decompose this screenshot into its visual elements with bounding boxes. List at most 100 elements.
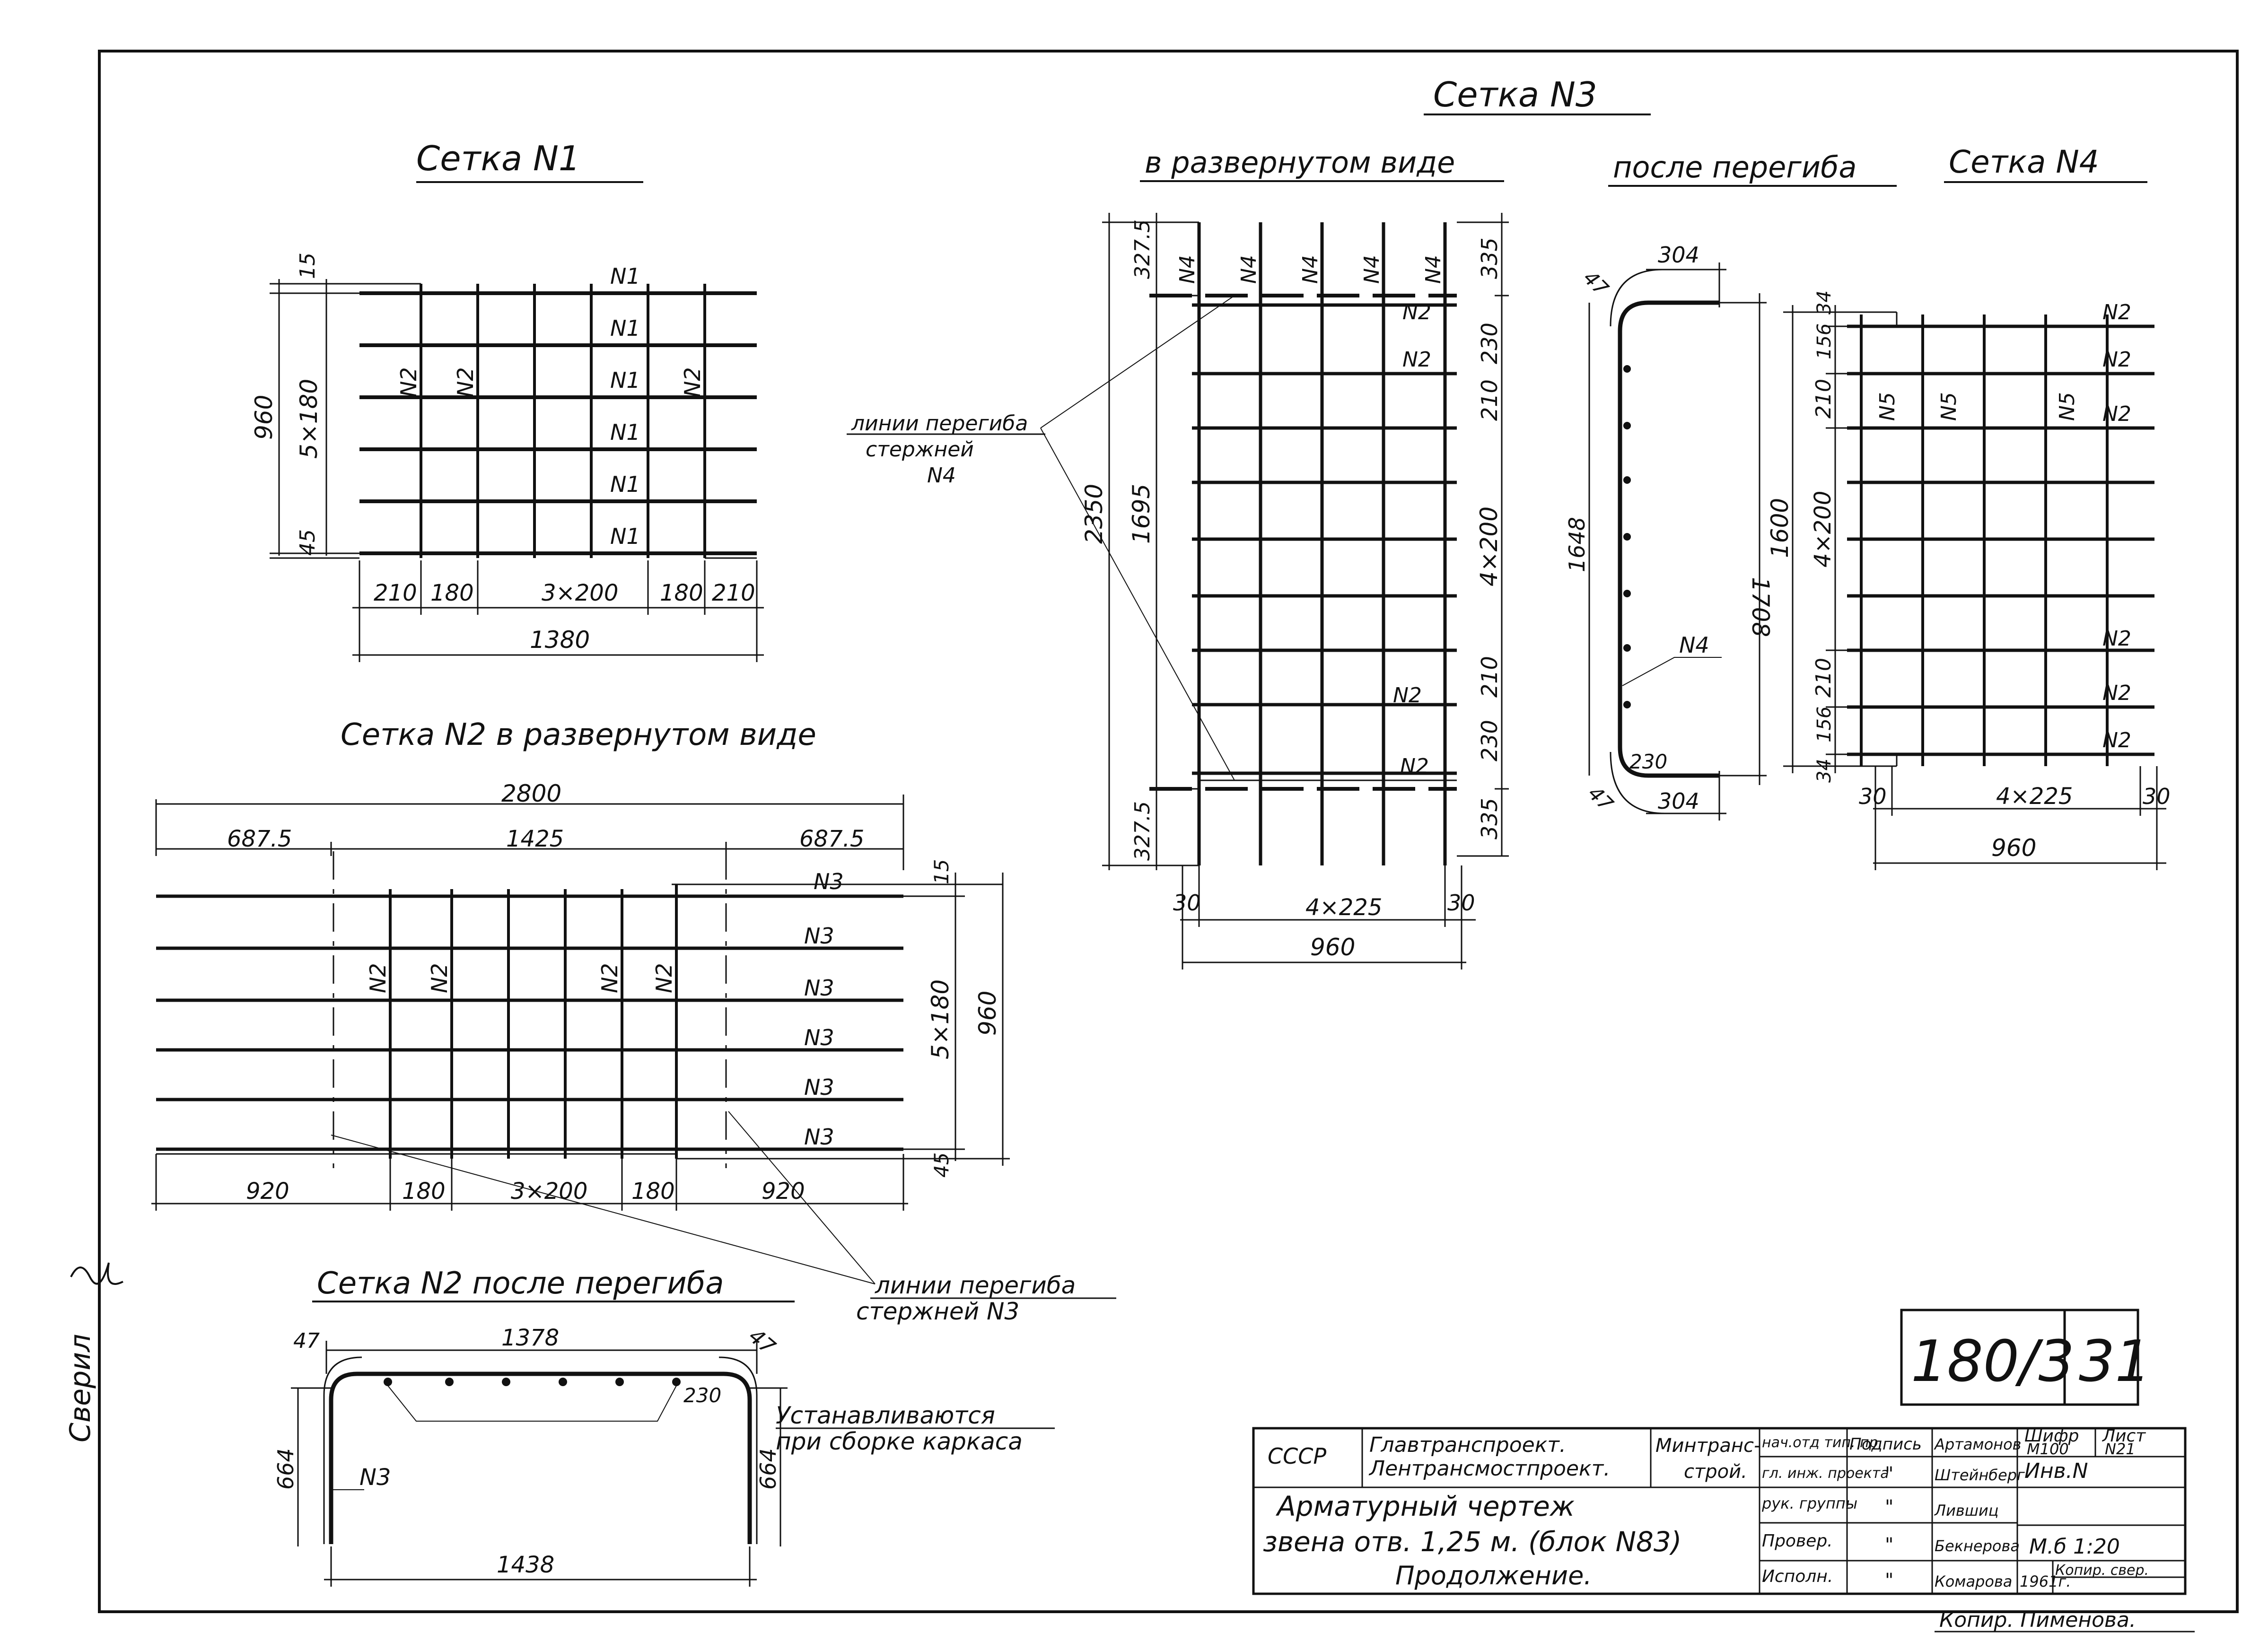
mesh-n3-dim-bottom: 30	[1447, 890, 1475, 916]
bend-note-n3-line: стержней N3	[856, 1298, 1019, 1325]
mesh-n2-flat-dim-top: 687.5	[227, 826, 292, 852]
margin-signature: Сверил	[64, 1262, 123, 1442]
mesh-n3-dim-right: 4×200	[1475, 507, 1503, 586]
mesh-n2-flat-dim-bottom: 920	[246, 1178, 289, 1205]
stamp-name: Комарова	[1935, 1572, 2012, 1590]
stamp-title-line: звена отв. 1,25 м. (блок N83)	[1263, 1526, 1681, 1558]
mesh-n1-bar-h-label: N1	[610, 419, 640, 445]
mesh-n2-flat-bar-v-label: N2	[651, 963, 677, 993]
mesh-n3-dim-right: 230	[1477, 720, 1502, 761]
mesh-n4-bar-h-label: N2	[2102, 348, 2131, 372]
bend-note-n4-line: стержней	[866, 437, 974, 462]
stamp-scale: М.б 1:20	[2029, 1535, 2120, 1559]
mesh-n2-flat-dim-bottom: 180	[631, 1178, 675, 1205]
mesh-n2-bent-dim-inner: 230	[683, 1384, 721, 1407]
mesh-n4-bar-h-label: N2	[2102, 681, 2131, 705]
stamp-role: нач.отд тип. пр.	[1762, 1434, 1883, 1451]
mesh-n3-bar-h-label: N2	[1400, 754, 1429, 778]
mesh-n2-flat-dim-bottom: 3×200	[511, 1178, 587, 1205]
mesh-n3-dim-right: 210	[1477, 379, 1502, 421]
mesh-n2-flat-dim-right-top: 15	[930, 859, 953, 884]
mesh-n3-bar-v-label: N4	[1298, 255, 1322, 284]
mesh-n4-bar-h-label: N2	[2102, 627, 2131, 651]
mesh-n3-dim-bottom: 4×225	[1305, 894, 1382, 921]
mesh-n3-bent-dim: 304	[1658, 788, 1699, 814]
mesh-n2-bent-dim-top: 1378	[501, 1325, 559, 1351]
mesh-n4-dim-left: 210	[1812, 658, 1836, 698]
mesh-n3-dim-right: 210	[1477, 656, 1502, 698]
mesh-n2-flat-bar-h-label: N3	[814, 869, 844, 894]
mesh-n3-bent: после перегиба 47 304 1648 1708 304 47 2…	[1564, 150, 1897, 821]
mesh-n4-dim-left: 34	[1813, 759, 1835, 783]
mesh-n4-dim-left: 34	[1813, 290, 1835, 314]
mesh-n2-flat-bar-h-label: N3	[804, 975, 834, 1001]
mesh-n4-bar-v-label: N5	[2055, 392, 2079, 421]
mesh-n2-flat-bar-v-label: N2	[597, 963, 622, 993]
mesh-n2-flat: Сетка N2 в развернутом виде 2800 687.5 1…	[151, 717, 1010, 1211]
mesh-n4-dim-bottom: 4×225	[1996, 783, 2073, 810]
mesh-n2-bent-title: Сетка N2 после перегиба	[317, 1266, 724, 1301]
mesh-n3-bent-dim: 230	[1629, 750, 1667, 773]
mesh-n2-flat-dim-bottom: 180	[402, 1178, 446, 1205]
mesh-n3-dim-bottom-total: 960	[1310, 934, 1355, 961]
mesh-n2-bent-bar-label: N3	[359, 1464, 391, 1491]
mesh-n3-bent-dim: 1648	[1564, 517, 1590, 572]
stamp-sign-mark: "	[1885, 1534, 1893, 1556]
mesh-n3-dim-left-total: 2350	[1080, 484, 1108, 544]
mesh-n2-flat-dim-top: 687.5	[799, 826, 864, 852]
mesh-n3-bent-subtitle: после перегиба	[1613, 150, 1856, 184]
mesh-n3-dim-left-top: 327.5	[1130, 219, 1155, 279]
title-block: СССР Главтранспроект. Лентрансмостпроект…	[1252, 1426, 2195, 1633]
mesh-n1-dim-x-total: 1380	[530, 626, 590, 654]
mesh-n1-dim-x: 3×200	[542, 580, 618, 606]
mesh-n1-bar-v-label: N2	[680, 367, 705, 397]
mesh-n4-dim-bottom: 30	[2143, 784, 2171, 809]
mesh-n3-dim-right: 335	[1477, 798, 1502, 839]
mesh-n4: Сетка N4 N2 N2 N2 N2	[1766, 144, 2171, 870]
mesh-n3-bar-h-label: N2	[1393, 683, 1422, 707]
mesh-n1-bar-v-label: N2	[396, 367, 421, 397]
stamp-role: гл. инж. проекта	[1762, 1465, 1889, 1482]
mesh-n1-title: Сетка N1	[416, 139, 580, 178]
mesh-n4-dim-left-total: 1600	[1766, 498, 1794, 558]
stamp-copy-by: Копир. Пименова.	[1939, 1608, 2136, 1632]
mesh-n4-bar-v-label: N5	[1937, 392, 1961, 421]
sheet-frame	[98, 50, 2239, 1613]
mesh-n2-bent-dim-r-left: 47	[293, 1329, 320, 1353]
sheet-code: 180/3	[1911, 1329, 2075, 1395]
stamp-list-value: N21	[2105, 1440, 2136, 1458]
stamp-list-label: Лист	[2102, 1426, 2146, 1446]
stamp-cipher-label: Шифр	[2024, 1426, 2079, 1446]
mesh-n1-bar-h-label: N1	[610, 367, 640, 393]
mesh-n2-flat-bar-h-label: N3	[804, 1124, 834, 1150]
stamp-title-line: Арматурный чертеж	[1275, 1490, 1575, 1522]
mesh-n3-bar-v-label: N4	[1175, 255, 1200, 284]
stamp-org-line: Главтранспроект.	[1369, 1433, 1566, 1457]
mesh-n2-bent-note-line: Устанавливаются	[776, 1402, 995, 1429]
mesh-n2-bent-dim-side-left: 664	[273, 1448, 298, 1490]
mesh-n2-flat-dim-total: 2800	[501, 780, 561, 807]
mesh-n3-bar-h-label: N2	[1402, 348, 1431, 372]
mesh-n3-bent-dim: 47	[1579, 266, 1613, 300]
bend-note-n4-line: N4	[927, 463, 956, 488]
mesh-n1-dim-x: 180	[660, 580, 703, 606]
mesh-n3-bent-dim: 1708	[1747, 577, 1774, 637]
mesh-n2-bent-dim-bottom: 1438	[497, 1552, 554, 1578]
mesh-n3-dim-left-mid: 1695	[1128, 484, 1155, 544]
mesh-n4-dim-left: 156	[1813, 323, 1835, 359]
mesh-n2-bent-dim-r-right: 47	[744, 1324, 780, 1359]
mesh-n3-bent-bar-label: N4	[1679, 632, 1709, 658]
mesh-n4-dim-bottom-total: 960	[1991, 834, 2036, 862]
mesh-n4-bar-h-label: N2	[2102, 728, 2131, 752]
mesh-n1-dim-mid: 5×180	[295, 379, 323, 459]
mesh-n3-dim-right: 230	[1477, 323, 1502, 364]
mesh-n4-bar-v-label: N5	[1875, 392, 1900, 421]
mesh-n2-flat-bar-h-label: N3	[804, 923, 834, 949]
stamp-sign-mark: "	[1885, 1463, 1893, 1485]
stamp-sign-mark: "	[1885, 1570, 1893, 1591]
mesh-n4-bar-h-label: N2	[2102, 300, 2131, 324]
mesh-n2-flat-bar-h-label: N3	[804, 1074, 834, 1100]
stamp-role: Провер.	[1762, 1531, 1833, 1551]
stamp-role: Исполн.	[1762, 1567, 1833, 1586]
